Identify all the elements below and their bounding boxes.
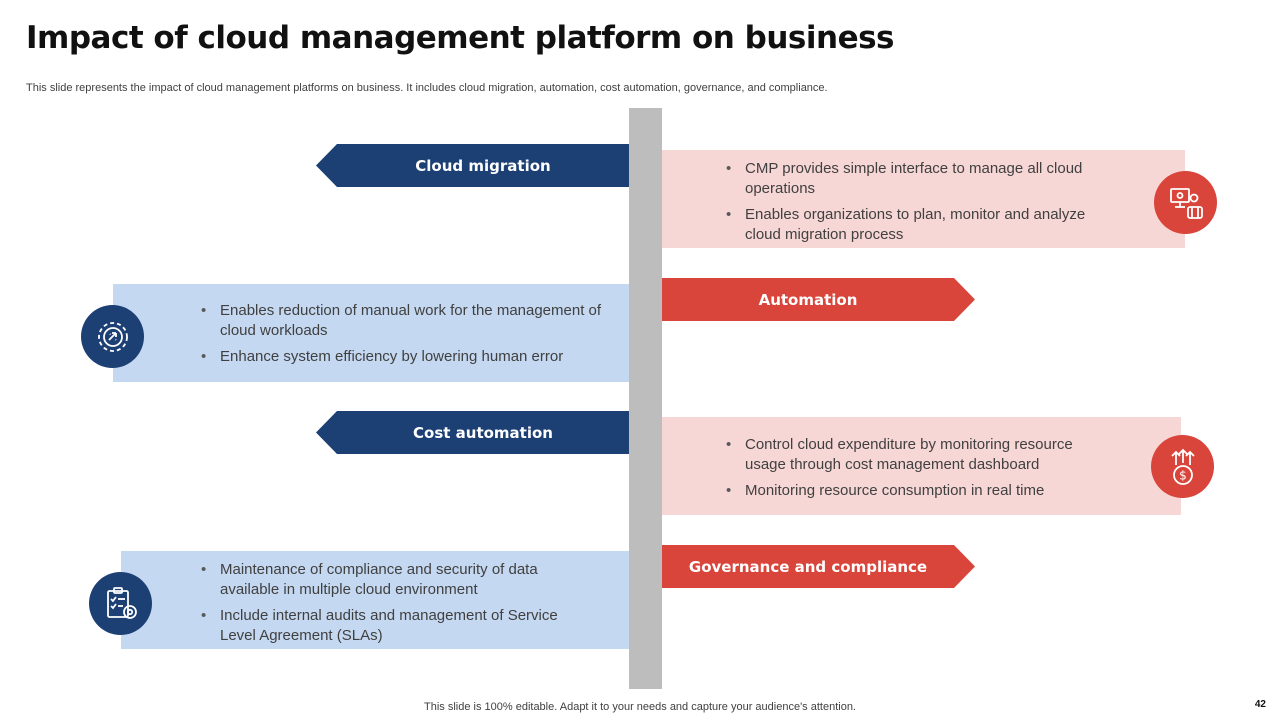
cloud-migration-label-text: Cloud migration [415,156,551,175]
page-number: 42 [1254,699,1266,710]
cost-automation-label-text: Cost automation [413,423,553,442]
cost-automation-box: Control cloud expenditure by monitoring … [662,417,1181,515]
bullet-item: Enables reduction of manual work for the… [201,301,611,340]
automation-bullets: Enables reduction of manual work for the… [201,301,611,374]
cost-automation-bullets: Control cloud expenditure by monitoring … [726,435,1106,508]
bullet-item: Enhance system efficiency by lowering hu… [201,347,611,367]
page-title: Impact of cloud management platform on b… [26,20,895,56]
footer-note: This slide is 100% editable. Adapt it to… [424,701,856,713]
governance-compliance-label: Governance and compliance [662,545,975,588]
cloud-migration-box: CMP provides simple interface to manage … [662,150,1185,248]
bullet-item: Maintenance of compliance and security o… [201,560,561,599]
cost-automation-label: Cost automation [316,411,629,454]
governance-compliance-bullets: Maintenance of compliance and security o… [201,560,561,652]
bullet-item: Monitoring resource consumption in real … [726,481,1106,501]
bullet-item: Control cloud expenditure by monitoring … [726,435,1106,474]
cloud-migration-bullets: CMP provides simple interface to manage … [726,159,1086,251]
timeline-spine [629,108,662,689]
svg-text:$: $ [1179,468,1187,482]
clipboard-compliance-icon [89,572,152,635]
bullet-item: Enables organizations to plan, monitor a… [726,205,1086,244]
page-subtitle: This slide represents the impact of clou… [26,82,828,94]
automation-label: Automation [662,278,975,321]
automation-label-text: Automation [758,290,858,309]
automation-box: Enables reduction of manual work for the… [113,284,629,382]
gear-automation-icon [81,305,144,368]
governance-compliance-label-text: Governance and compliance [688,557,928,576]
computer-cloud-settings-icon [1154,171,1217,234]
bullet-item: Include internal audits and management o… [201,606,561,645]
bullet-item: CMP provides simple interface to manage … [726,159,1086,198]
governance-compliance-box: Maintenance of compliance and security o… [121,551,629,649]
dollar-growth-icon: $ [1151,435,1214,498]
cloud-migration-label: Cloud migration [316,144,629,187]
